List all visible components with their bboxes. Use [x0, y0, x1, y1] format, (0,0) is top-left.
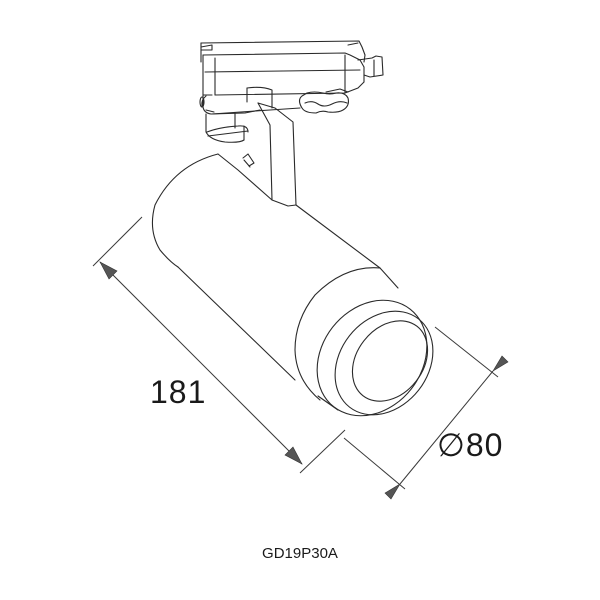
arrowhead-icon: [492, 355, 509, 372]
length-dimension-label: 181: [150, 374, 207, 410]
track-adapter: [199, 40, 384, 115]
arrowhead-icon: [284, 446, 303, 465]
spotlight-body: [151, 153, 434, 417]
arrowhead-icon: [99, 261, 118, 280]
diameter-dimension-label: ∅80: [437, 427, 504, 463]
length-dimension: [92, 216, 346, 474]
model-code-caption: GD19P30A: [262, 545, 338, 562]
arrowhead-icon: [384, 483, 401, 500]
swivel-arm: [205, 102, 297, 207]
diameter-dimension: [343, 326, 509, 500]
